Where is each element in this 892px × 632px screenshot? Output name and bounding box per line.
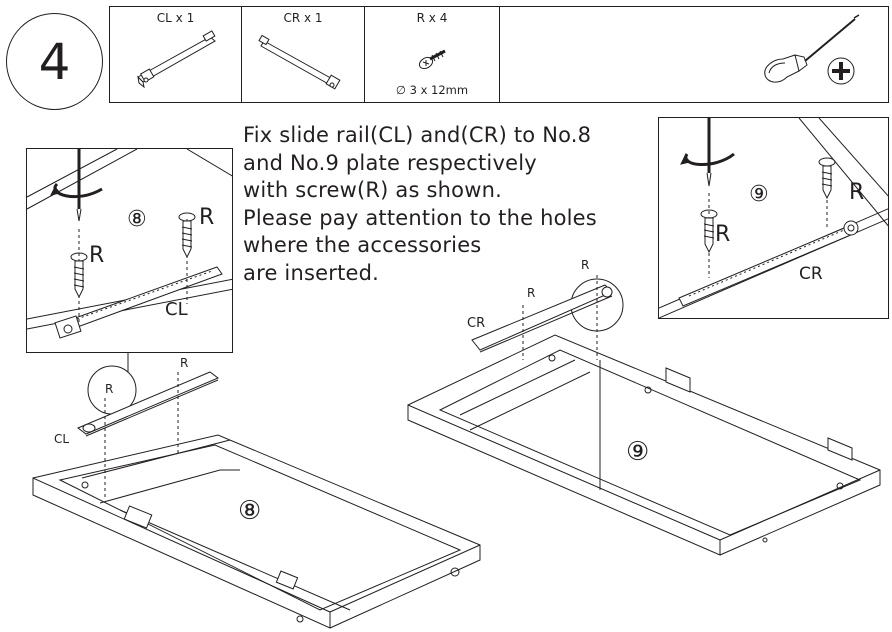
part-cell-cl: CL x 1 xyxy=(110,7,242,102)
rail-label-cr: CR xyxy=(799,264,823,284)
detail-right-drawing xyxy=(659,118,888,318)
detail-box-left: ⑧ R R CL xyxy=(26,148,233,353)
parts-table: CL x 1 CR x 1 R x 4 xyxy=(109,6,889,103)
instruction-line: where the accessories xyxy=(243,233,482,257)
rail-label-cl: CL xyxy=(54,432,70,446)
part-cell-cr: CR x 1 xyxy=(242,7,365,102)
slide-rail-cr-icon xyxy=(258,34,341,90)
screw-icon xyxy=(418,49,446,70)
screw-label: R xyxy=(199,205,215,230)
detail-box-right: ⑨ R R CR xyxy=(658,117,889,319)
screw-label: R xyxy=(89,243,105,268)
instruction-line: are inserted. xyxy=(243,260,380,285)
screw-label: R xyxy=(180,356,189,370)
instruction-line: Fix slide rail(CL) and(CR) to No.8 xyxy=(243,123,592,147)
instruction-text: Fix slide rail(CL) and(CR) to No.8 and N… xyxy=(243,122,653,287)
screw-label: R xyxy=(581,258,590,272)
screw-label: R xyxy=(527,286,536,300)
instruction-line: Please pay attention to the holes xyxy=(243,205,597,230)
circle-label: R xyxy=(105,382,114,396)
screw-label: R xyxy=(715,222,731,247)
part-label-cr: CR x 1 xyxy=(283,11,323,25)
part-cell-r: R x 4 ∅ 3 x 12mm xyxy=(365,7,500,102)
rail-label-cr: CR xyxy=(467,316,486,331)
screw-spec: ∅ 3 x 12mm xyxy=(395,83,469,97)
instruction-line: and No.9 plate respectively xyxy=(243,150,537,175)
rail-label-cl: CL xyxy=(165,299,188,320)
part-label-cl: CL x 1 xyxy=(156,11,195,25)
screw-label: R xyxy=(849,180,865,205)
plate-number-8: ⑧ xyxy=(238,496,262,526)
plate-number-9: ⑨ xyxy=(749,182,769,207)
part-label-r: R x 4 xyxy=(416,11,448,25)
instruction-line: with screw(R) as shown. xyxy=(243,178,502,202)
plate-number-8: ⑧ xyxy=(127,207,147,232)
plate-number-9: ⑨ xyxy=(626,437,650,467)
slide-rail-cl-icon xyxy=(137,30,216,89)
step-number: 4 xyxy=(6,13,103,110)
detail-left-drawing xyxy=(27,149,232,339)
phillips-screwdriver-icon xyxy=(764,14,860,85)
